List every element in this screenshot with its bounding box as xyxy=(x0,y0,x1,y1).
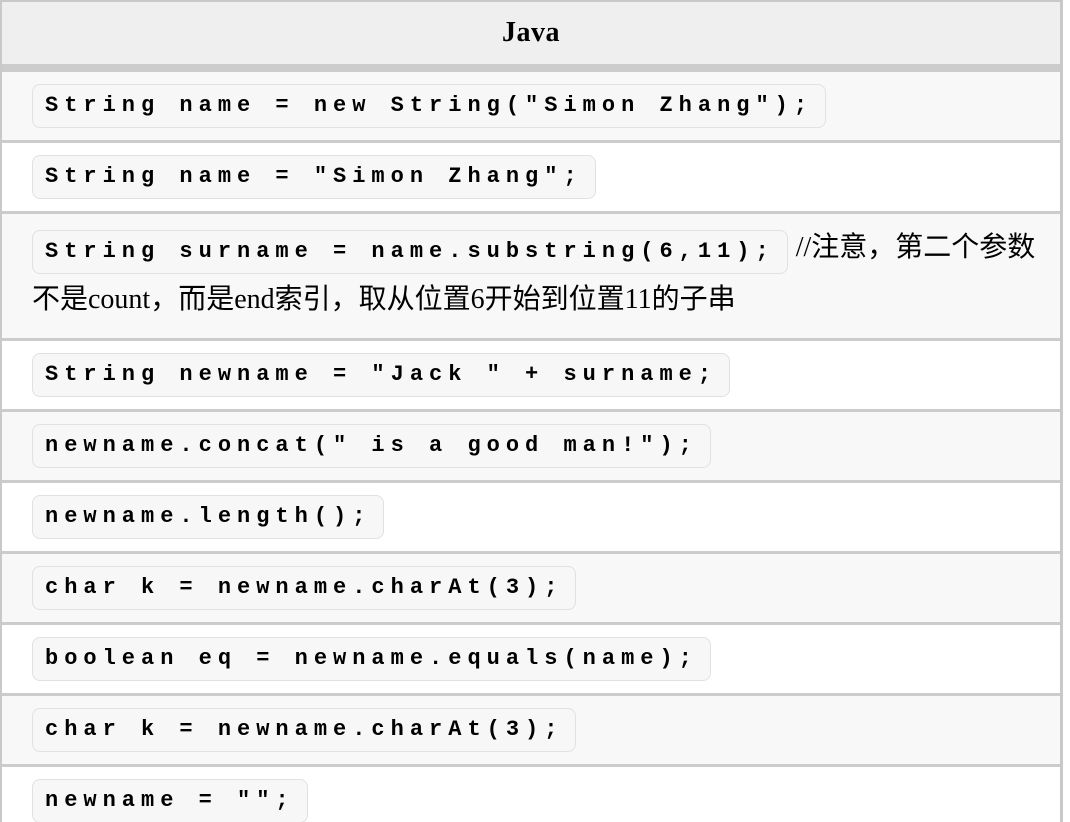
code-snippet: String name = "Simon Zhang"; xyxy=(32,155,596,200)
code-snippet: String newname = "Jack " + surname; xyxy=(32,353,731,398)
code-row: String name = "Simon Zhang"; xyxy=(2,140,1060,211)
code-row: boolean eq = newname.equals(name); xyxy=(2,622,1060,693)
code-row: newname = ""; xyxy=(2,764,1060,822)
table-header: Java xyxy=(2,2,1060,69)
code-snippet: boolean eq = newname.equals(name); xyxy=(32,637,711,682)
table-title: Java xyxy=(502,17,560,48)
code-snippet: String surname = name.substring(6,11); xyxy=(32,230,788,275)
code-row: String name = new String("Simon Zhang"); xyxy=(2,69,1060,140)
code-comment: //注意，第二个参数不是count，而是end索引，取从位置6开始到位置11的子… xyxy=(32,232,1036,315)
code-snippet: char k = newname.charAt(3); xyxy=(32,566,577,611)
code-snippet: newname.length(); xyxy=(32,495,385,540)
code-row: char k = newname.charAt(3); xyxy=(2,693,1060,764)
code-row: newname.concat(" is a good man!"); xyxy=(2,409,1060,480)
code-snippet: newname.concat(" is a good man!"); xyxy=(32,424,711,469)
code-snippet: char k = newname.charAt(3); xyxy=(32,708,577,753)
code-snippet: String name = new String("Simon Zhang"); xyxy=(32,84,827,129)
code-row: String surname = name.substring(6,11);//… xyxy=(2,211,1060,338)
code-row: String newname = "Jack " + surname; xyxy=(2,338,1060,409)
code-row: char k = newname.charAt(3); xyxy=(2,551,1060,622)
code-snippet: newname = ""; xyxy=(32,779,308,822)
code-row: newname.length(); xyxy=(2,480,1060,551)
